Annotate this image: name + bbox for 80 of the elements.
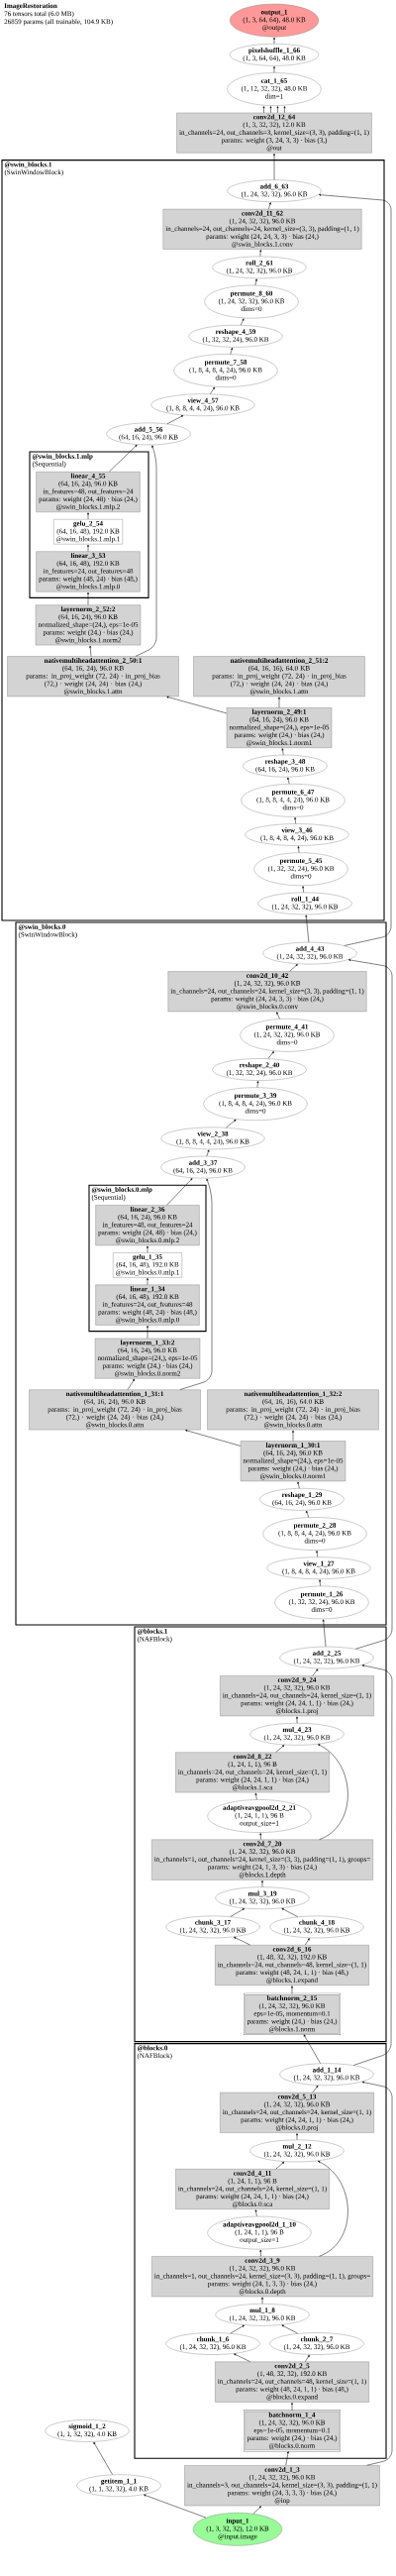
arrow — [87, 544, 89, 552]
arrow — [361, 2081, 393, 2466]
arrow — [352, 1664, 393, 2066]
arrow — [89, 645, 92, 657]
arrow — [261, 2297, 263, 2305]
arrow — [275, 2161, 285, 2170]
arrow — [294, 816, 297, 824]
arrow — [276, 106, 279, 113]
arrow — [230, 347, 234, 355]
arrow — [234, 2353, 250, 2362]
arrow — [316, 1551, 319, 1557]
arrow — [147, 1325, 148, 1339]
arrow — [226, 1119, 237, 1128]
arrow — [185, 1430, 242, 1447]
arrow — [254, 1792, 257, 1800]
arrow — [305, 1938, 310, 1946]
arrow — [179, 1178, 213, 1390]
arrow — [278, 697, 280, 708]
arrow — [147, 1277, 148, 1285]
arrow — [273, 65, 275, 73]
arrow — [166, 696, 228, 714]
arrow — [259, 250, 262, 257]
arrow — [302, 886, 305, 893]
arrow — [305, 914, 310, 943]
arrow — [297, 1481, 300, 1489]
arrow — [281, 748, 284, 756]
arrow — [305, 2354, 310, 2362]
arrow — [306, 1510, 309, 1518]
arrow — [254, 2209, 257, 2217]
arrow — [127, 1378, 135, 1390]
arrow — [275, 1745, 285, 1753]
arrow — [291, 1986, 293, 1994]
arrow — [144, 2494, 207, 2519]
arrow — [322, 1619, 327, 1648]
arrow — [348, 959, 393, 1650]
arrow — [210, 386, 216, 394]
arrow — [268, 202, 271, 210]
arrow — [281, 1908, 298, 1917]
arrow — [273, 37, 275, 45]
arrow — [283, 106, 286, 113]
arrow — [87, 591, 89, 605]
arrow — [135, 445, 157, 657]
arrow — [292, 1430, 294, 1442]
arrow — [262, 106, 265, 113]
arrow — [291, 2402, 293, 2412]
arrow — [296, 2133, 298, 2140]
arrow — [230, 2324, 245, 2334]
arrow — [312, 1668, 319, 1676]
arrow — [230, 1908, 245, 1917]
arrow — [303, 2034, 321, 2064]
arrow — [318, 1744, 348, 1840]
arrow — [259, 1833, 262, 1840]
arrow — [256, 1081, 259, 1088]
arrow — [296, 1716, 298, 1724]
arrow — [319, 193, 392, 946]
arrow — [319, 1579, 322, 1586]
arrow — [252, 2506, 261, 2515]
arrow — [206, 1149, 210, 1157]
arrow — [273, 153, 275, 180]
arrow — [240, 318, 245, 326]
arrow — [259, 2249, 262, 2257]
arrow — [166, 1178, 193, 1206]
arrow — [87, 512, 89, 520]
arrow — [297, 846, 300, 853]
arrow — [318, 2161, 348, 2257]
arrow — [234, 1937, 250, 1946]
arrow — [269, 106, 272, 113]
arrow — [312, 2086, 319, 2093]
arrow — [93, 2441, 113, 2475]
arrow — [147, 1245, 148, 1253]
arrow — [281, 2324, 298, 2334]
arrow — [285, 2451, 289, 2466]
arrow — [261, 1879, 263, 1887]
arrow — [109, 444, 138, 473]
arrow — [276, 1012, 280, 1020]
arrow — [166, 415, 184, 425]
arrow — [254, 278, 257, 286]
arrow — [289, 964, 298, 972]
arrow — [267, 1051, 274, 1059]
arrow — [287, 777, 290, 785]
